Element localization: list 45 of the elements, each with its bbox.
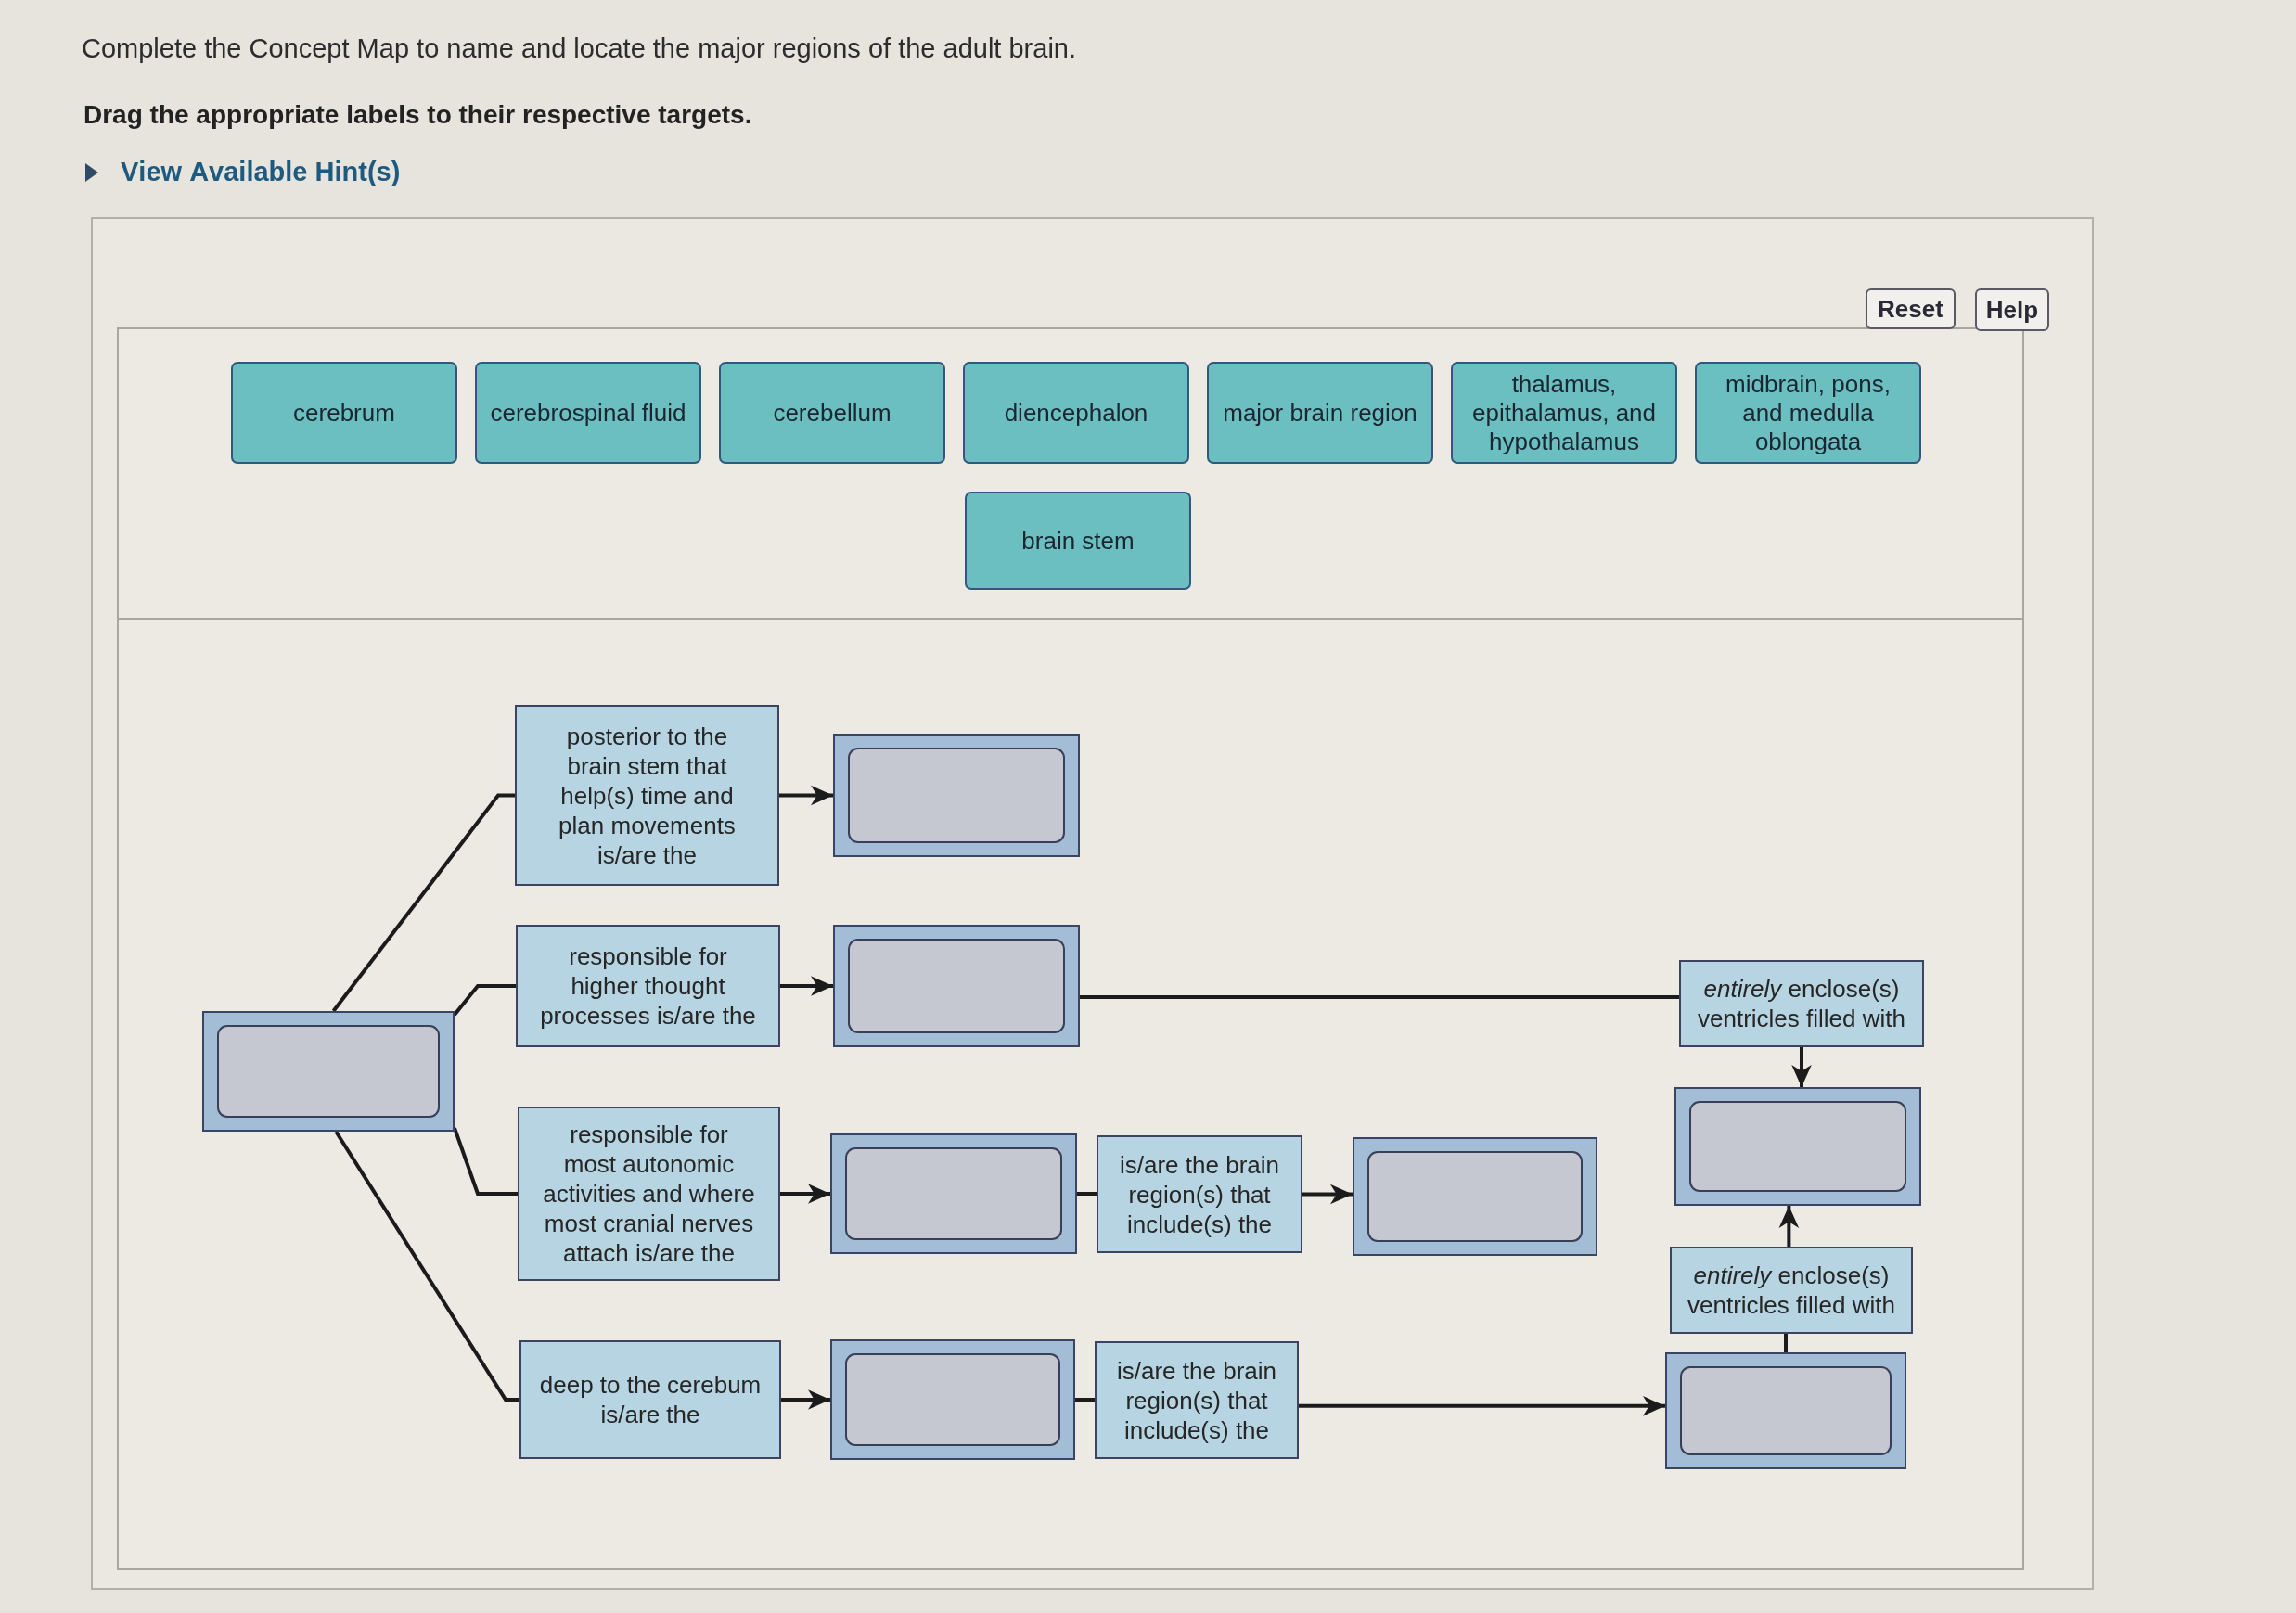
linking-phrase: is/are the brain region(s) that include(s) the — [1097, 1135, 1302, 1253]
connector-line — [1080, 994, 1679, 999]
drop-target — [833, 734, 1080, 857]
help-button: Help — [1975, 288, 2049, 331]
drag-label: midbrain, pons, and medulla oblongata — [1695, 362, 1921, 464]
drop-target — [1665, 1352, 1906, 1469]
arrow — [779, 785, 833, 806]
drag-label: major brain region — [1207, 362, 1433, 464]
arrow — [780, 976, 833, 996]
linking-phrase: is/are the brain region(s) that include(s) the — [1095, 1341, 1299, 1459]
linking-phrase: responsible for most autonomic activities and where most cranial nerves attach is/are the — [518, 1107, 780, 1281]
question-text: Complete the Concept Map to name and locate the major regions of the adult brain. — [82, 33, 1077, 64]
drag-label: cerebrum — [231, 362, 457, 464]
connector-line — [1075, 1398, 1095, 1402]
linking-phrase: deep to the cerebum is/are the — [519, 1340, 781, 1459]
linking-phrase: posterior to the brain stem that help(s) time and plan movements is/are the — [515, 705, 779, 886]
drop-target — [830, 1339, 1075, 1460]
drag-label: thalamus, epithalamus, and hypothalamus — [1451, 362, 1677, 464]
drag-label: cerebrospinal fluid — [475, 362, 701, 464]
reset-button: Reset — [1866, 288, 1956, 329]
drop-target — [833, 925, 1080, 1047]
connector-line — [1077, 1192, 1097, 1196]
linking-phrase: responsible for higher thought processes is/are the — [516, 925, 780, 1047]
drop-target — [1353, 1137, 1597, 1256]
arrow — [781, 1389, 830, 1410]
drop-target — [830, 1133, 1077, 1254]
instruction-text: Drag the appropriate labels to their respective targets. — [83, 100, 752, 130]
arrow — [1299, 1396, 1665, 1416]
linking-phrase: entirely enclose(s) ventricles filled with — [1670, 1247, 1913, 1334]
drop-target — [1674, 1087, 1921, 1206]
connector-line — [453, 1127, 518, 1196]
drop-target — [202, 1011, 455, 1132]
arrow — [1778, 1206, 1800, 1247]
linking-phrase: entirely enclose(s) ventricles filled with — [1679, 960, 1924, 1047]
arrow — [780, 1184, 830, 1204]
connector-line — [453, 984, 516, 1017]
drag-label: brain stem — [965, 492, 1191, 590]
connector-line — [331, 793, 515, 1013]
hint-link: View Available Hint(s) — [121, 157, 401, 187]
arrow — [1302, 1184, 1353, 1205]
drag-label: diencephalon — [963, 362, 1189, 464]
drag-label: cerebellum — [719, 362, 945, 464]
arrow — [1791, 1047, 1812, 1087]
connector-line — [1784, 1334, 1788, 1352]
connector-line — [334, 1130, 519, 1402]
